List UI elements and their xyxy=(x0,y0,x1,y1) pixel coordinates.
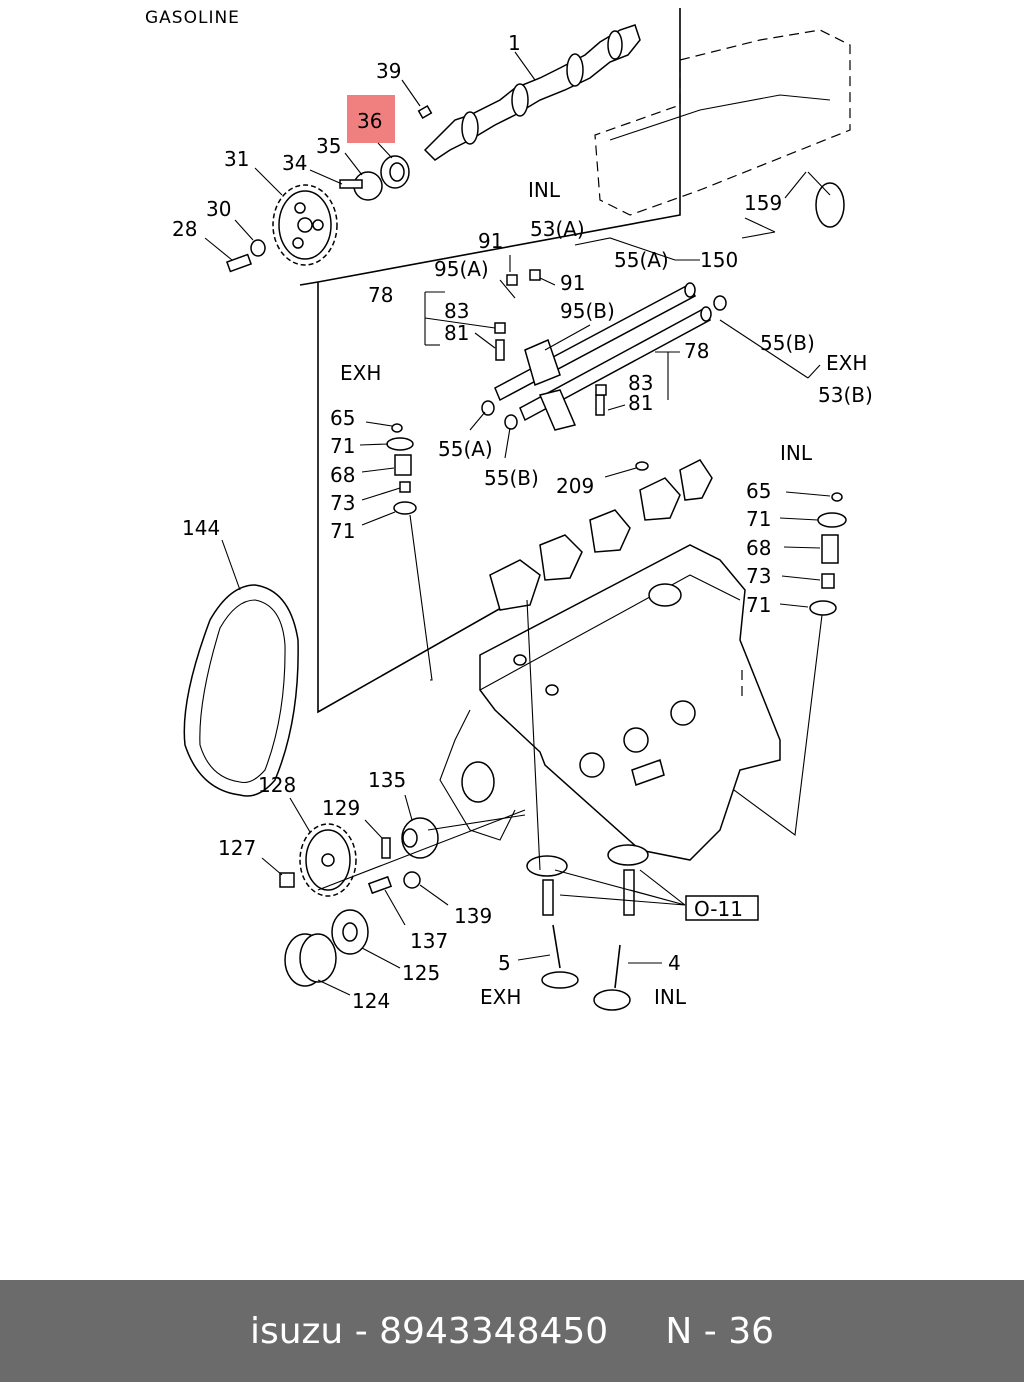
callout-144: 144 xyxy=(182,516,220,540)
callout-71d: 71 xyxy=(746,593,771,617)
footer-ref: N - 36 xyxy=(665,1310,775,1352)
callout-83a: 83 xyxy=(444,299,469,323)
callout-71a: 71 xyxy=(330,434,355,458)
callout-83b: 83 xyxy=(628,371,653,395)
valve-lifter-inl xyxy=(607,844,649,916)
callout-inl-top: INL xyxy=(528,178,561,202)
valve-lifter-exh xyxy=(526,855,568,916)
callout-125: 125 xyxy=(402,961,440,985)
callout-36: 36 xyxy=(357,109,382,133)
callout-129: 129 xyxy=(322,796,360,820)
diagram-title: GASOLINE xyxy=(145,8,240,28)
callout-78a: 78 xyxy=(368,283,393,307)
head-cover-outline xyxy=(594,29,851,216)
callout-73b: 73 xyxy=(746,564,771,588)
callout-159: 159 xyxy=(744,191,782,215)
callout-exh-bot: EXH xyxy=(480,985,521,1009)
callout-78b: 78 xyxy=(684,339,709,363)
callout-55b-right: 55(B) xyxy=(760,331,815,355)
o11-box xyxy=(685,895,759,921)
callout-inl-mid: INL xyxy=(780,441,813,465)
callout-73a: 73 xyxy=(330,491,355,515)
footer-part-number: 8943348450 xyxy=(379,1310,609,1352)
footer-caption: isuzu - 8943348450 N - 36 xyxy=(250,1311,774,1352)
callout-137: 137 xyxy=(410,929,448,953)
callout-55a-top: 55(A) xyxy=(614,248,669,272)
idler-sprocket-128 xyxy=(299,823,357,897)
callout-81b: 81 xyxy=(628,391,653,415)
callout-35: 35 xyxy=(316,134,341,158)
timing-belt-144 xyxy=(183,584,299,797)
callout-81a: 81 xyxy=(444,321,469,345)
callout-95a: 95(A) xyxy=(434,257,489,281)
callout-53b: 53(B) xyxy=(818,383,873,407)
callout-65b: 65 xyxy=(746,479,771,503)
cylinder-head xyxy=(479,459,781,861)
callout-128: 128 xyxy=(258,773,296,797)
parts-diagram: GASOLINE 36 xyxy=(145,8,873,1013)
callout-124: 124 xyxy=(352,989,390,1013)
callout-209: 209 xyxy=(556,474,594,498)
callout-68b: 68 xyxy=(746,536,771,560)
part-number-banner: isuzu - 8943348450 N - 36 xyxy=(0,1280,1024,1382)
callout-55b-bot: 55(B) xyxy=(484,466,539,490)
callout-o11: O-11 xyxy=(694,897,743,921)
callout-68a: 68 xyxy=(330,463,355,487)
callout-91b: 91 xyxy=(560,271,585,295)
callout-71c: 71 xyxy=(746,507,771,531)
callout-65a: 65 xyxy=(330,406,355,430)
valve-inl-4 xyxy=(593,944,631,1011)
valve-exh-5 xyxy=(541,924,579,989)
callout-4: 4 xyxy=(668,951,681,975)
callout-71b: 71 xyxy=(330,519,355,543)
callout-34: 34 xyxy=(282,151,307,175)
callout-95b: 95(B) xyxy=(560,299,615,323)
callout-1: 1 xyxy=(508,31,521,55)
footer-separator: - xyxy=(343,1310,380,1352)
callout-exh-right: EXH xyxy=(826,351,867,375)
callout-31: 31 xyxy=(224,147,249,171)
cam-sprocket-31 xyxy=(272,184,338,266)
callout-91a: 91 xyxy=(478,229,503,253)
callout-139: 139 xyxy=(454,904,492,928)
camshaft xyxy=(423,24,641,161)
footer-brand: isuzu xyxy=(249,1310,344,1352)
callout-127: 127 xyxy=(218,836,256,860)
callout-28: 28 xyxy=(172,217,197,241)
callout-53a: 53(A) xyxy=(530,217,585,241)
valve-spring-right xyxy=(809,492,847,616)
callout-135: 135 xyxy=(368,768,406,792)
callout-55a-bot: 55(A) xyxy=(438,437,493,461)
highlight-box-36 xyxy=(347,95,395,143)
callout-39: 39 xyxy=(376,59,401,83)
callout-exh-left: EXH xyxy=(340,361,381,385)
callout-30: 30 xyxy=(206,197,231,221)
callout-inl-bot: INL xyxy=(654,985,687,1009)
callout-150: 150 xyxy=(700,248,738,272)
rocker-shaft-assembly xyxy=(494,282,712,431)
callout-5: 5 xyxy=(498,951,511,975)
valve-spring-left xyxy=(386,423,417,515)
